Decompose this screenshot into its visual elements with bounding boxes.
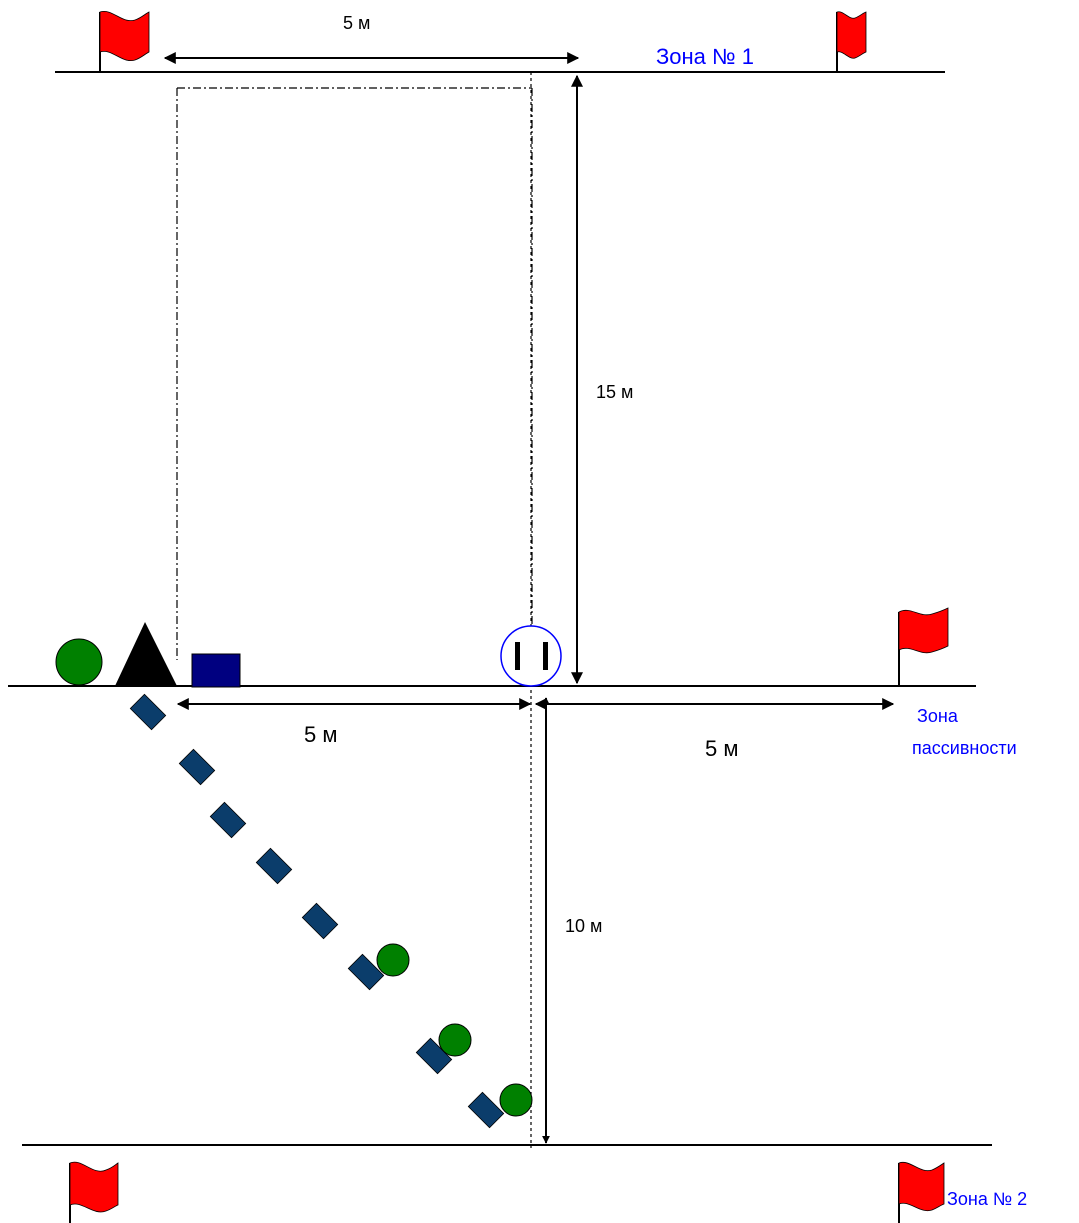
green-circle-icon	[376, 943, 410, 977]
chain-rect	[301, 902, 339, 940]
chain-rect	[415, 1037, 453, 1075]
chain-rect	[347, 953, 385, 991]
diagonal-rect-chain	[129, 693, 505, 1129]
chain-circles	[376, 943, 533, 1117]
flag-icon	[69, 1161, 119, 1223]
chain-rect	[178, 748, 216, 786]
flag-icon	[898, 1161, 945, 1223]
triangle-marker-icon	[115, 622, 177, 686]
flag-icon	[836, 11, 867, 72]
chain-rect	[129, 693, 167, 731]
green-circle-icon	[438, 1023, 472, 1057]
blue-rect-icon	[191, 653, 241, 688]
zone1-label: Зона № 1	[656, 44, 754, 69]
top-width-label: 5 м	[343, 13, 370, 33]
chain-rect	[467, 1091, 505, 1129]
zone2-label: Зона № 2	[947, 1189, 1027, 1209]
green-circle-icon	[55, 638, 103, 686]
dashed-rectangle	[176, 87, 533, 660]
flag-icon	[99, 10, 150, 72]
start-circle-icon	[500, 625, 562, 687]
passive-zone-label-line1: Зона	[917, 706, 959, 726]
flag-icon	[898, 607, 949, 686]
passive-zone-label-line2: пассивности	[912, 738, 1017, 758]
chain-rect	[255, 847, 293, 885]
right-height-label: 15 м	[596, 382, 633, 402]
lower-height-label: 10 м	[565, 916, 602, 936]
bottom-left-label: 5 м	[304, 722, 337, 747]
green-circle-icon	[499, 1083, 533, 1117]
chain-rect	[209, 801, 247, 839]
bottom-right-label: 5 м	[705, 736, 738, 761]
